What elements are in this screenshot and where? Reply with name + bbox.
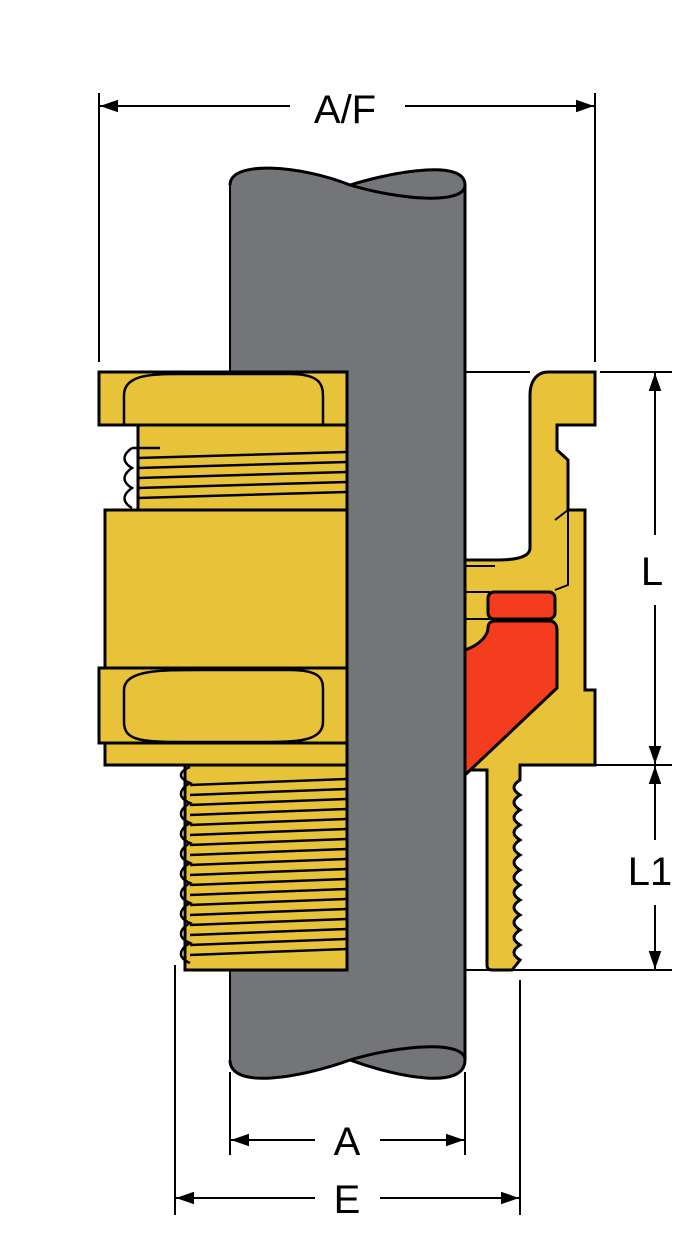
dimension-label-length: L	[634, 552, 670, 592]
seal-cone	[463, 619, 559, 779]
upper-thread-lines	[123, 446, 348, 510]
dimension-label-cable-diameter: A	[327, 1122, 367, 1162]
dimension-label-across-flats: A/F	[307, 90, 383, 130]
dimension-lines	[98, 93, 672, 1215]
entry-thread-lines	[179, 765, 348, 965]
seal-ring	[486, 590, 557, 621]
body	[103, 508, 349, 670]
dimension-label-thread-diameter: E	[327, 1180, 367, 1220]
dimension-label-thread-length: L1	[621, 852, 679, 892]
section-view	[463, 370, 597, 972]
body-hex	[97, 666, 349, 745]
cable-reference-lines	[465, 371, 530, 971]
cap-nut	[97, 370, 349, 427]
